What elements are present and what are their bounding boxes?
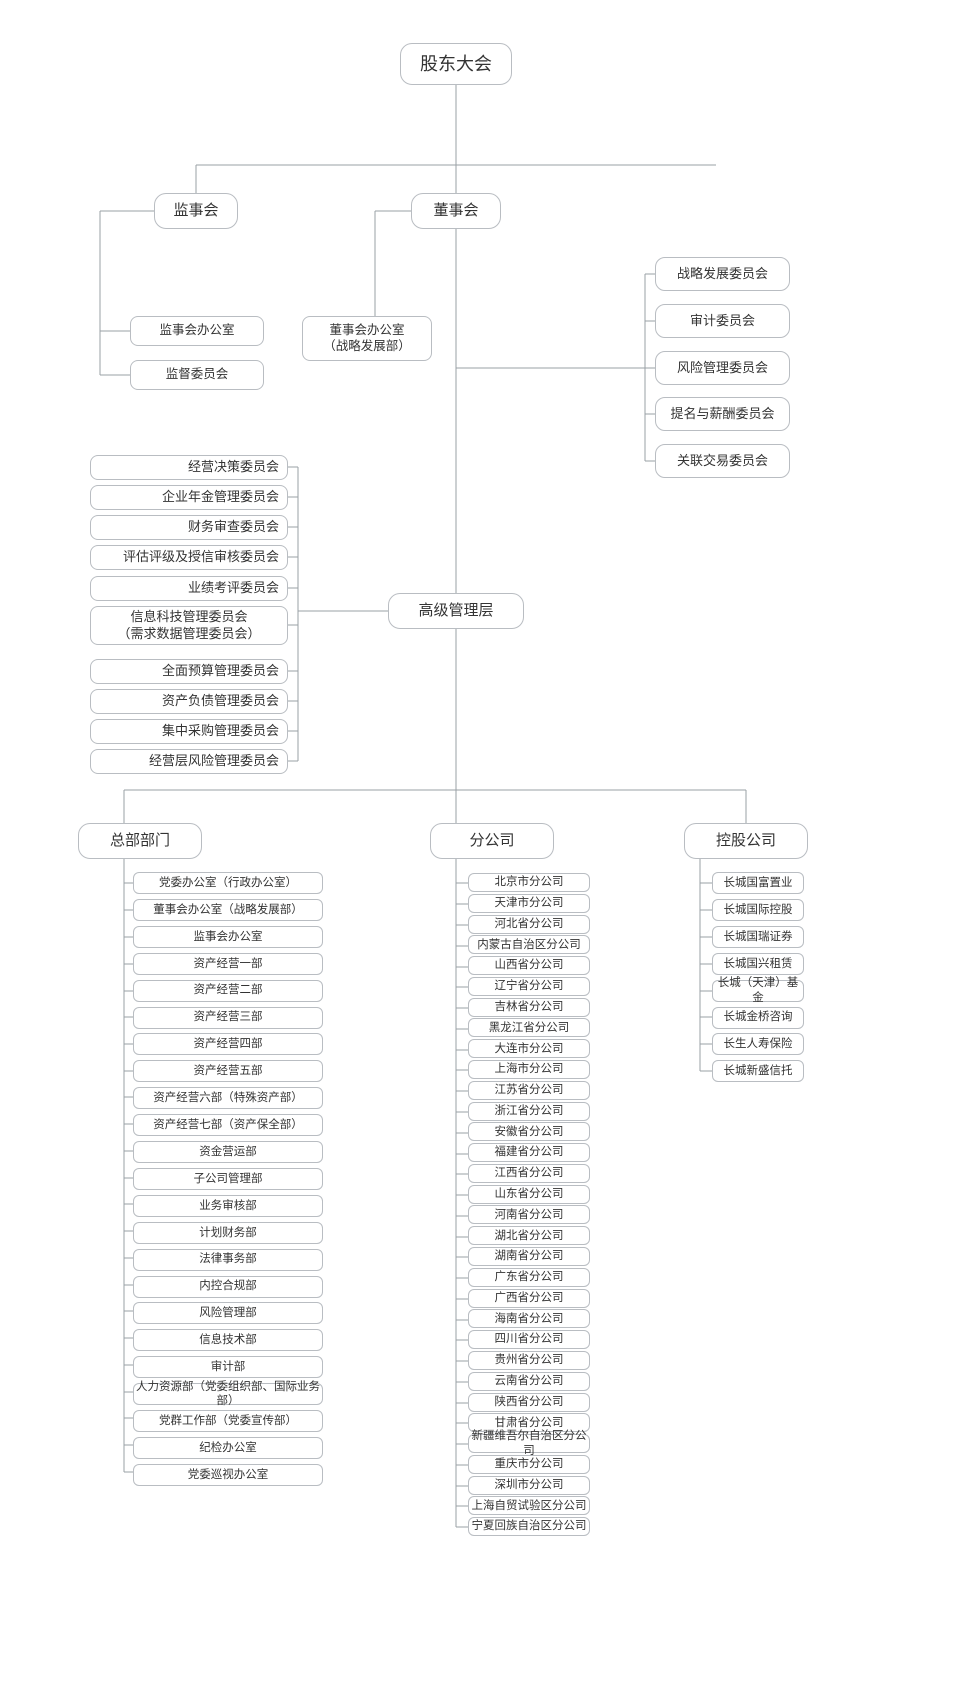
- node-mgmt-committee-8[interactable]: 集中采购管理委员会: [90, 719, 288, 744]
- branch-item-1[interactable]: 天津市分公司: [468, 893, 590, 913]
- hq-item-0[interactable]: 党委办公室（行政办公室）: [133, 872, 323, 894]
- node-mgmt-committee-9[interactable]: 经营层风险管理委员会: [90, 749, 288, 774]
- branch-item-9[interactable]: 上海市分公司: [468, 1060, 590, 1080]
- hq-item-14[interactable]: 法律事务部: [133, 1248, 323, 1271]
- holding-item-0[interactable]: 长城国富置业: [712, 872, 804, 894]
- branch-item-19[interactable]: 广东省分公司: [468, 1267, 590, 1287]
- node-shareholders-meeting[interactable]: 股东大会: [400, 43, 512, 85]
- branch-item-30[interactable]: 上海自贸试验区分公司: [468, 1496, 590, 1516]
- node-mgmt-committee-7[interactable]: 资产负债管理委员会: [90, 689, 288, 714]
- hq-item-4[interactable]: 资产经营二部: [133, 979, 323, 1002]
- holding-item-1[interactable]: 长城国际控股: [712, 898, 804, 921]
- branch-item-4[interactable]: 山西省分公司: [468, 956, 590, 976]
- branch-item-26[interactable]: 甘肃省分公司: [468, 1413, 590, 1433]
- branch-item-14[interactable]: 江西省分公司: [468, 1163, 590, 1183]
- branch-item-10[interactable]: 江苏省分公司: [468, 1080, 590, 1100]
- branch-item-23[interactable]: 贵州省分公司: [468, 1350, 590, 1370]
- node-board-office[interactable]: 董事会办公室 （战略发展部）: [302, 316, 432, 361]
- node-branches[interactable]: 分公司: [430, 823, 554, 859]
- hq-item-22[interactable]: 党委巡视办公室: [133, 1463, 323, 1486]
- branch-item-0[interactable]: 北京市分公司: [468, 873, 590, 892]
- node-board-of-directors[interactable]: 董事会: [411, 193, 501, 229]
- branch-item-6[interactable]: 吉林省分公司: [468, 997, 590, 1017]
- hq-item-21[interactable]: 纪检办公室: [133, 1436, 323, 1459]
- branch-item-29[interactable]: 深圳市分公司: [468, 1475, 590, 1495]
- hq-item-18[interactable]: 审计部: [133, 1356, 323, 1379]
- branch-item-21[interactable]: 海南省分公司: [468, 1309, 590, 1329]
- branch-item-2[interactable]: 河北省分公司: [468, 914, 590, 934]
- node-supervisory-office[interactable]: 监事会办公室: [130, 316, 264, 346]
- hq-item-16[interactable]: 风险管理部: [133, 1302, 323, 1325]
- hq-item-13[interactable]: 计划财务部: [133, 1221, 323, 1244]
- branch-item-16[interactable]: 河南省分公司: [468, 1205, 590, 1225]
- hq-item-2[interactable]: 监事会办公室: [133, 925, 323, 948]
- node-mgmt-committee-5[interactable]: 信息科技管理委员会 （需求数据管理委员会）: [90, 606, 288, 645]
- branch-item-31[interactable]: 宁夏回族自治区分公司: [468, 1517, 590, 1537]
- holding-item-2[interactable]: 长城国瑞证券: [712, 925, 804, 948]
- branch-item-17[interactable]: 湖北省分公司: [468, 1226, 590, 1246]
- hq-item-11[interactable]: 子公司管理部: [133, 1167, 323, 1190]
- node-mgmt-committee-1[interactable]: 企业年金管理委员会: [90, 485, 288, 510]
- holding-item-4[interactable]: 长城（天津）基金: [712, 977, 804, 1004]
- branch-item-11[interactable]: 浙江省分公司: [468, 1101, 590, 1121]
- branch-item-5[interactable]: 辽宁省分公司: [468, 976, 590, 996]
- branch-item-28[interactable]: 重庆市分公司: [468, 1454, 590, 1474]
- node-mgmt-committee-3[interactable]: 评估评级及授信审核委员会: [90, 545, 288, 570]
- node-supervision-committee[interactable]: 监督委员会: [130, 360, 264, 390]
- node-mgmt-committee-0[interactable]: 经营决策委员会: [90, 455, 288, 480]
- node-nomination-remuneration-committee[interactable]: 提名与薪酬委员会: [655, 397, 790, 431]
- holding-item-7[interactable]: 长城新盛信托: [712, 1060, 804, 1083]
- branch-item-24[interactable]: 云南省分公司: [468, 1371, 590, 1391]
- hq-item-9[interactable]: 资产经营七部（资产保全部）: [133, 1114, 323, 1137]
- branch-item-13[interactable]: 福建省分公司: [468, 1143, 590, 1163]
- node-supervisory-board[interactable]: 监事会: [154, 193, 238, 229]
- branch-item-25[interactable]: 陕西省分公司: [468, 1392, 590, 1412]
- holding-item-6[interactable]: 长生人寿保险: [712, 1033, 804, 1056]
- branch-item-7[interactable]: 黑龙江省分公司: [468, 1018, 590, 1038]
- branch-item-15[interactable]: 山东省分公司: [468, 1184, 590, 1204]
- node-strategy-development-committee[interactable]: 战略发展委员会: [655, 257, 790, 291]
- hq-item-19[interactable]: 人力资源部（党委组织部、国际业务部）: [133, 1381, 323, 1407]
- node-mgmt-committee-2[interactable]: 财务审查委员会: [90, 515, 288, 540]
- hq-item-20[interactable]: 党群工作部（党委宣传部）: [133, 1410, 323, 1432]
- hq-item-10[interactable]: 资金营运部: [133, 1141, 323, 1163]
- node-holding-companies[interactable]: 控股公司: [684, 823, 808, 859]
- branch-item-18[interactable]: 湖南省分公司: [468, 1247, 590, 1267]
- node-risk-management-committee[interactable]: 风险管理委员会: [655, 351, 790, 385]
- branch-item-22[interactable]: 四川省分公司: [468, 1330, 590, 1350]
- branch-item-3[interactable]: 内蒙古自治区分公司: [468, 935, 590, 955]
- hq-item-6[interactable]: 资产经营四部: [133, 1033, 323, 1056]
- hq-item-15[interactable]: 内控合规部: [133, 1275, 323, 1298]
- hq-item-5[interactable]: 资产经营三部: [133, 1006, 323, 1029]
- hq-item-7[interactable]: 资产经营五部: [133, 1060, 323, 1083]
- node-related-party-transaction-committee[interactable]: 关联交易委员会: [655, 444, 790, 478]
- branch-item-8[interactable]: 大连市分公司: [468, 1039, 590, 1059]
- node-headquarters-departments[interactable]: 总部部门: [78, 823, 202, 859]
- hq-item-3[interactable]: 资产经营一部: [133, 952, 323, 975]
- hq-item-1[interactable]: 董事会办公室（战略发展部）: [133, 898, 323, 921]
- branch-item-27[interactable]: 新疆维吾尔自治区分公司: [468, 1430, 590, 1457]
- branch-item-20[interactable]: 广西省分公司: [468, 1288, 590, 1308]
- node-mgmt-committee-4[interactable]: 业绩考评委员会: [90, 576, 288, 601]
- node-senior-management[interactable]: 高级管理层: [388, 593, 524, 629]
- hq-item-8[interactable]: 资产经营六部（特殊资产部）: [133, 1087, 323, 1110]
- node-mgmt-committee-6[interactable]: 全面预算管理委员会: [90, 659, 288, 684]
- holding-item-5[interactable]: 长城金桥咨询: [712, 1006, 804, 1029]
- hq-item-12[interactable]: 业务审核部: [133, 1194, 323, 1217]
- holding-item-3[interactable]: 长城国兴租赁: [712, 952, 804, 975]
- hq-item-17[interactable]: 信息技术部: [133, 1329, 323, 1352]
- node-audit-committee[interactable]: 审计委员会: [655, 304, 790, 338]
- branch-item-12[interactable]: 安徽省分公司: [468, 1122, 590, 1142]
